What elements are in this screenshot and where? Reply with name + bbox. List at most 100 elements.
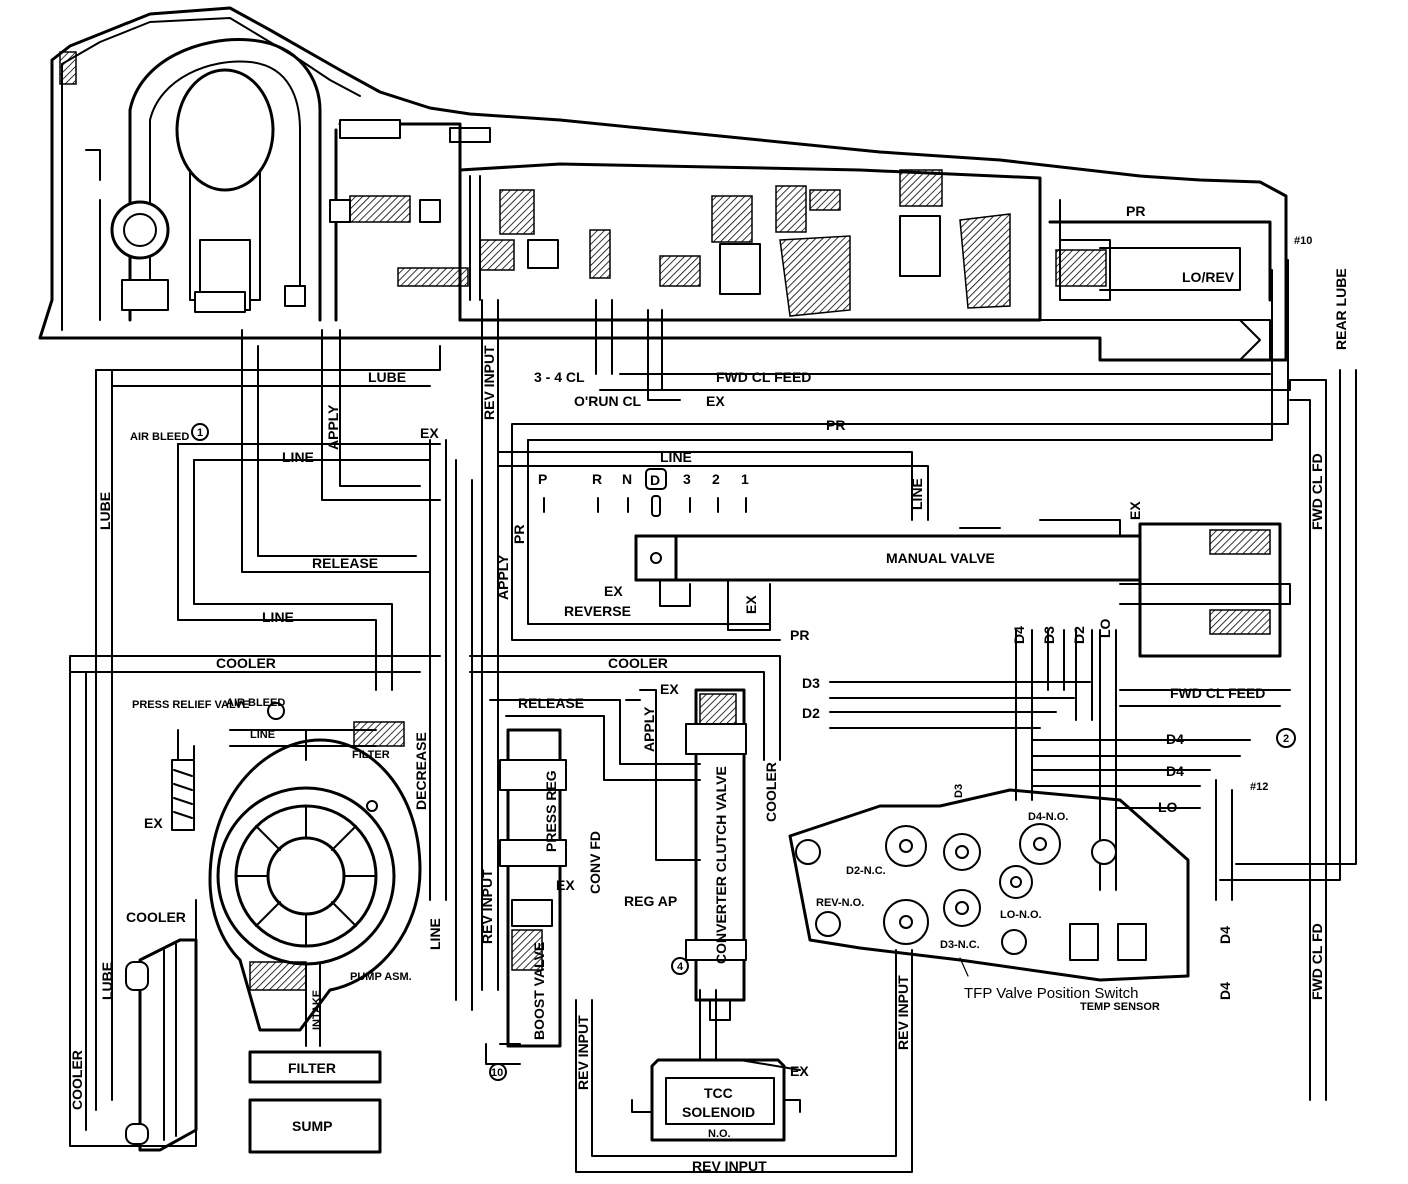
label-rev-input-right: REV INPUT	[895, 975, 911, 1050]
label-fwd-cl-fd-right: FWD CL FD	[1309, 453, 1325, 530]
check-ball-2: 2	[1283, 733, 1289, 745]
label-d4-port: D4	[1011, 626, 1027, 644]
label-cooler-left: COOLER	[216, 655, 276, 671]
label-filter-small: FILTER	[352, 749, 390, 761]
label-ex-manual: EX	[1127, 501, 1143, 520]
label-d3-line: D3	[802, 675, 820, 691]
label-ex-box: EX	[743, 595, 759, 614]
label-d3-nc: D3-N.C.	[940, 939, 980, 951]
label-ex-tcc: EX	[790, 1063, 809, 1079]
label-pr-top: PR	[1126, 203, 1145, 219]
label-reg-ap: REG AP	[624, 893, 677, 909]
gear-r: R	[592, 471, 602, 487]
label-press-relief-valve: PRESS RELIEF VALVE	[132, 699, 250, 711]
label-air-bleed-2: AIR BLEED	[226, 697, 285, 709]
label-ex-pr: EX	[556, 877, 575, 893]
manual-valve	[634, 519, 1291, 658]
label-tcc-1: TCC	[704, 1085, 733, 1101]
gear-n: N	[622, 471, 632, 487]
label-tcc-2: SOLENOID	[682, 1104, 755, 1120]
label-rev-input-bottom: REV INPUT	[692, 1158, 767, 1174]
filter-box	[248, 1050, 382, 1084]
label-fwd-cl-fd-lower: FWD CL FD	[1309, 923, 1325, 1000]
check-balls: 1 2 4 10	[191, 423, 1296, 1081]
label-line-mid: LINE	[262, 609, 294, 625]
label-apply-vert: APPLY	[495, 554, 511, 600]
label-lo-port: LO	[1097, 618, 1113, 638]
label-ex-orun: EX	[706, 393, 725, 409]
label-press-reg: PRESS REG	[543, 770, 559, 852]
label-check-10: #10	[1294, 235, 1312, 247]
converter-clutch-valve	[685, 688, 747, 1021]
label-d3-port: D3	[1041, 626, 1057, 644]
label-rev-input-vert: REV INPUT	[479, 869, 495, 944]
label-ex-left: EX	[420, 425, 439, 441]
gear-selector	[543, 468, 747, 517]
label-lo-line: LO	[1158, 799, 1178, 815]
label-pr-bottom: PR	[790, 627, 809, 643]
tcc-solenoid	[631, 1058, 801, 1142]
gear-2: 2	[712, 471, 720, 487]
label-d4-no: D4-N.O.	[1028, 811, 1068, 823]
label-rear-lube: REAR LUBE	[1333, 268, 1349, 350]
label-reverse: REVERSE	[564, 603, 631, 619]
label-release-top: RELEASE	[312, 555, 378, 571]
check-ball-4: 4	[677, 961, 684, 973]
label-orun-cl: O'RUN CL	[574, 393, 642, 409]
label-filter-box: FILTER	[288, 1060, 336, 1076]
transmission-case	[38, 6, 1288, 362]
gear-d: D	[650, 472, 660, 488]
label-lo-rev: LO/REV	[1182, 269, 1235, 285]
label-d2-line: D2	[802, 705, 820, 721]
label-check-12: #12	[1250, 781, 1268, 793]
label-d4-line-a: D4	[1166, 731, 1184, 747]
sump-box	[248, 1098, 382, 1154]
pump-assembly	[171, 702, 422, 1032]
gear-p: P	[538, 471, 547, 487]
label-d3: D3	[953, 784, 965, 798]
label-air-bleed-1: AIR BLEED	[130, 431, 189, 443]
label-decrease: DECREASE	[413, 732, 429, 810]
label-tcc-no: N.O.	[708, 1128, 731, 1140]
label-pump-asm: PUMP ASM.	[350, 971, 412, 983]
label-lube-top: LUBE	[368, 369, 406, 385]
label-cooler-vert-left: COOLER	[69, 1050, 85, 1110]
label-apply-left: APPLY	[325, 404, 341, 450]
label-rev-no: REV-N.O.	[816, 897, 864, 909]
label-lube-vert: LUBE	[97, 492, 113, 530]
label-pr-mid: PR	[826, 417, 845, 433]
label-3-4-cl: 3 - 4 CL	[534, 369, 585, 385]
label-d4-line-b: D4	[1166, 763, 1184, 779]
label-cooler-vert: COOLER	[763, 762, 779, 822]
label-d4-vert-lower: D4	[1217, 982, 1233, 1000]
pressure-regulator	[499, 728, 567, 1048]
label-line-manual: LINE	[660, 449, 692, 465]
label-rev-input-top: REV INPUT	[481, 345, 497, 420]
label-sump: SUMP	[292, 1118, 332, 1134]
label-pr-vert: PR	[511, 525, 527, 544]
check-ball-1: 1	[197, 427, 203, 439]
cooler-unit	[125, 938, 198, 1152]
tfp-switch-body	[788, 788, 1190, 982]
label-apply-conv: APPLY	[641, 706, 657, 752]
label-cooler-right: COOLER	[608, 655, 668, 671]
label-ex-reverse: EX	[604, 583, 623, 599]
label-line-pump: LINE	[250, 729, 275, 741]
check-ball-10: 10	[491, 1067, 503, 1079]
label-d2-nc: D2-N.C.	[846, 865, 886, 877]
label-line-lower: LINE	[427, 918, 443, 950]
label-ex-conv: EX	[660, 681, 679, 697]
label-cooler-lower: COOLER	[126, 909, 186, 925]
label-fwd-cl-feed-mid: FWD CL FEED	[1170, 685, 1265, 701]
label-ex-pump: EX	[144, 815, 163, 831]
label-tfp-switch: TFP Valve Position Switch	[964, 985, 1139, 1002]
label-lo-no: LO-N.O.	[1000, 909, 1042, 921]
label-intake: INTAKE	[311, 990, 323, 1030]
label-temp-sensor: TEMP SENSOR	[1080, 1001, 1160, 1013]
label-boost-valve: BOOST VALVE	[531, 942, 547, 1040]
gear-position-labels: P R N D 3 2 1	[538, 471, 749, 488]
gear-3: 3	[683, 471, 691, 487]
label-manual-valve: MANUAL VALVE	[886, 550, 995, 566]
